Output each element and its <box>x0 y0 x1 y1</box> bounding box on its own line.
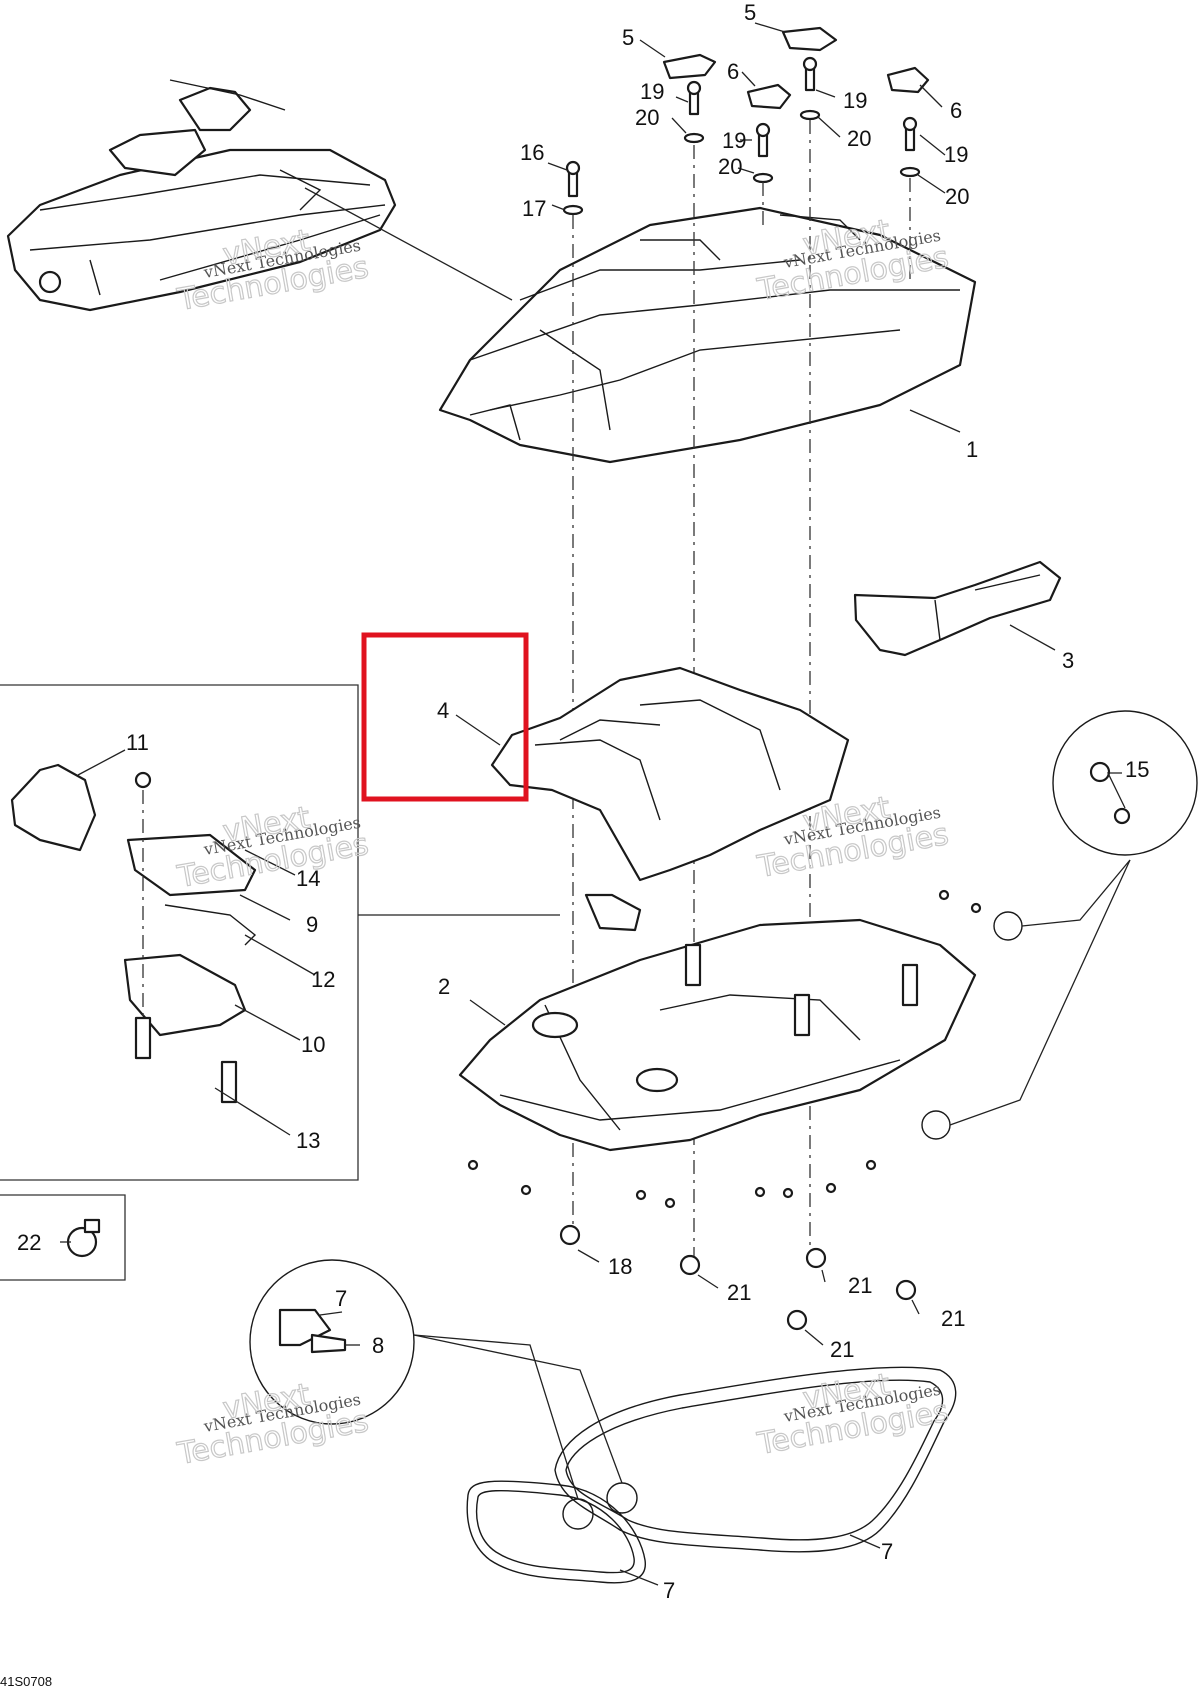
callout-label: 20 <box>718 154 742 179</box>
callout-label: 7 <box>663 1578 675 1603</box>
callout-label: 19 <box>640 79 664 104</box>
callout-label: 22 <box>17 1230 41 1255</box>
seal-strip-part-3 <box>853 560 1062 657</box>
callout-label: 20 <box>847 126 871 151</box>
callout-label: 21 <box>941 1306 965 1331</box>
callout-label: 5 <box>744 0 756 25</box>
callout-label: 16 <box>520 140 544 165</box>
callout-leaders <box>60 22 1126 1586</box>
leader-overview <box>304 187 513 301</box>
figure-code: 41S0708 <box>0 1674 52 1689</box>
callout-label: 1 <box>966 437 978 462</box>
clip-parts-5-6 <box>662 26 930 110</box>
lower-frame-part-2 <box>458 918 977 1152</box>
callout-label: 6 <box>950 98 962 123</box>
callout-label: 7 <box>881 1539 893 1564</box>
fasteners-lower <box>467 889 982 1331</box>
callout-label: 14 <box>296 866 320 891</box>
bolts-group <box>562 56 921 216</box>
callout-label: 8 <box>372 1333 384 1358</box>
callout-label: 21 <box>830 1337 854 1362</box>
callout-label: 3 <box>1062 648 1074 673</box>
callout-label: 6 <box>727 59 739 84</box>
storage-bin-part-4 <box>490 666 850 882</box>
callout-label: 21 <box>848 1273 872 1298</box>
callout-labels: 1 2 3 4 5 5 6 6 7 7 7 8 9 10 11 12 13 14… <box>17 0 1149 1603</box>
callout-label: 11 <box>126 730 149 755</box>
callout-label: 7 <box>335 1286 347 1311</box>
callout-label: 12 <box>311 967 335 992</box>
detail-circle-15 <box>921 710 1198 1140</box>
top-cover-part-1 <box>438 206 977 464</box>
callout-label: 9 <box>306 912 318 937</box>
callout-label: 20 <box>945 184 969 209</box>
callout-label: 21 <box>727 1280 751 1305</box>
callout-label: 10 <box>301 1032 325 1057</box>
detail-box-22 <box>0 1194 126 1281</box>
callout-label: 4 <box>437 698 449 723</box>
callout-label: 19 <box>843 88 867 113</box>
watercraft-overview <box>6 79 397 312</box>
gaskets-part-7 <box>413 1334 957 1584</box>
callout-label: 20 <box>635 105 659 130</box>
detail-circle-7-8 <box>249 1259 415 1425</box>
detail-box-latch <box>0 684 642 1181</box>
callout-label: 2 <box>438 974 450 999</box>
callout-label: 13 <box>296 1128 320 1153</box>
callout-label: 19 <box>944 142 968 167</box>
callout-label: 15 <box>1125 757 1149 782</box>
callout-label: 17 <box>522 196 546 221</box>
callout-label: 19 <box>722 128 746 153</box>
highlight-box-part-4 <box>361 632 529 802</box>
callout-label: 18 <box>608 1254 632 1279</box>
callout-label: 5 <box>622 25 634 50</box>
